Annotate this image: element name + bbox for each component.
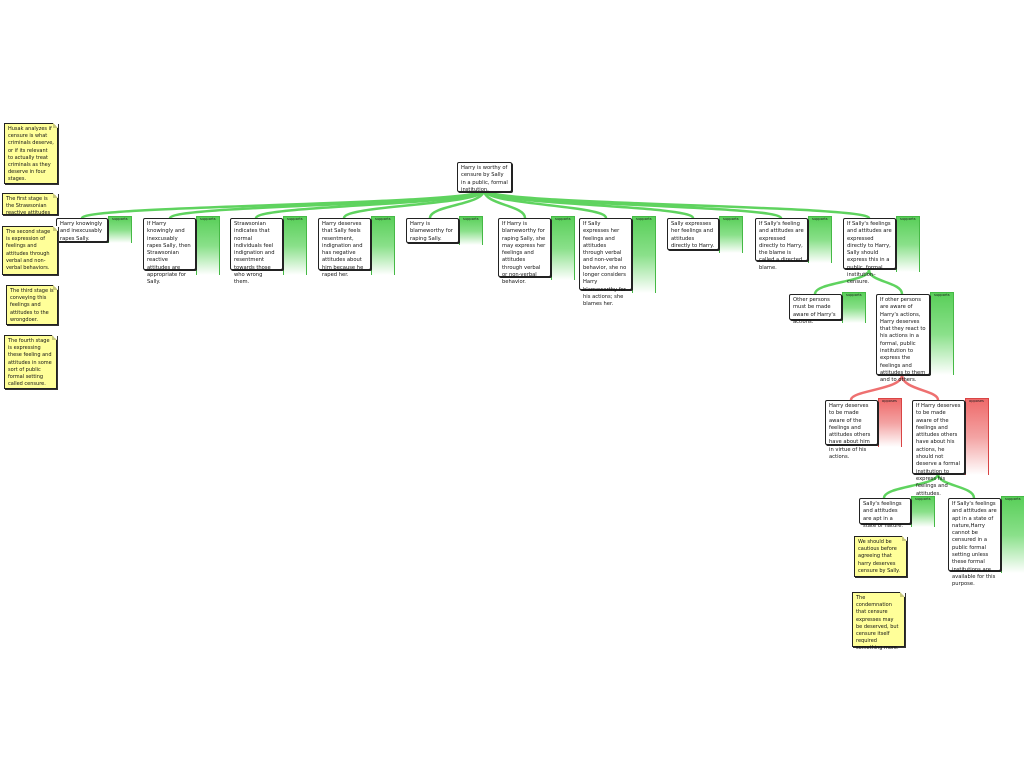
opposes-links	[849, 373, 940, 402]
supports-label: supports	[112, 217, 128, 221]
claim-box[interactable]: If Harry is blameworthy for raping Sally…	[498, 218, 551, 285]
note-condemnation[interactable]: The condemnation that censure expresses …	[852, 592, 905, 651]
level4-support-links	[882, 472, 976, 500]
level2-support-links	[813, 268, 904, 296]
note-second-stage[interactable]: The second stage is expression of feelin…	[2, 226, 58, 275]
note-first-stage[interactable]: The first stage is the Strawsonian react…	[2, 193, 58, 216]
claim-box[interactable]: If Sally expresses her feelings and atti…	[579, 218, 632, 307]
claim-box[interactable]: Harry deserves that Sally feels resentme…	[318, 218, 371, 278]
claim-box[interactable]: Strawsonian indicates that normal indivi…	[230, 218, 283, 285]
support-wedge	[632, 216, 656, 293]
root-support-links	[80, 188, 871, 220]
oppose-wedge	[965, 398, 989, 475]
root-claim[interactable]: Harry is worthy of censure by Sally in a…	[457, 162, 512, 193]
claim-box[interactable]: If Harry knowingly and inexcusably rapes…	[143, 218, 196, 285]
supports-label: supports	[200, 217, 216, 221]
support-wedge	[283, 216, 307, 275]
claim-box[interactable]: If Harry deserves to be made aware of th…	[912, 400, 965, 497]
opposes-label: opposes	[882, 399, 897, 403]
support-wedge	[371, 216, 395, 275]
support-wedge	[551, 216, 575, 280]
claim-box[interactable]: If Sally's feeling and attitudes are exp…	[755, 218, 808, 271]
claim-box[interactable]: If other persons are aware of Harry's ac…	[876, 294, 930, 383]
opposes-label: opposes	[969, 399, 984, 403]
claim-box[interactable]: If Sally's feelings and attitudes are ex…	[843, 218, 896, 285]
supports-label: supports	[636, 217, 652, 221]
oppose-wedge	[878, 398, 902, 447]
supports-label: supports	[555, 217, 571, 221]
supports-label: supports	[287, 217, 303, 221]
supports-label: supports	[846, 293, 862, 297]
supports-label: supports	[915, 497, 931, 501]
support-wedge	[459, 216, 483, 245]
supports-label: supports	[934, 293, 950, 297]
note-fourth-stage[interactable]: The fourth stage is expressing these fee…	[4, 335, 57, 389]
support-wedge	[108, 216, 132, 243]
claim-box[interactable]: Sally's feelings and attitudes are apt i…	[859, 498, 911, 529]
support-wedge	[930, 292, 954, 375]
claim-box[interactable]: Harry is blameworthy for raping Sally.	[406, 218, 459, 243]
support-wedge	[911, 496, 935, 527]
support-wedge	[896, 216, 920, 272]
claim-box[interactable]: Sally expresses her feelings and attitud…	[667, 218, 719, 250]
supports-label: supports	[463, 217, 479, 221]
support-wedge	[719, 216, 743, 253]
claim-box[interactable]: Harry deserves to be made aware of the f…	[825, 400, 878, 460]
claim-box[interactable]: Harry knowingly and inexcusably rapes Sa…	[56, 218, 108, 242]
note-caution[interactable]: We should be cautious before agreeing th…	[854, 536, 907, 577]
supports-label: supports	[723, 217, 739, 221]
note-third-stage[interactable]: The third stage is conveying this feelin…	[6, 285, 58, 325]
note-husak-stages[interactable]: Husak analyzes if censure is what crimin…	[4, 123, 58, 184]
supports-label: supports	[375, 217, 391, 221]
supports-label: supports	[900, 217, 916, 221]
support-wedge	[808, 216, 832, 263]
supports-label: supports	[1005, 497, 1021, 501]
supports-label: supports	[812, 217, 828, 221]
support-wedge	[196, 216, 220, 275]
claim-box[interactable]: If Sally's feelings and attitudes are ap…	[948, 498, 1001, 587]
support-wedge	[1001, 496, 1024, 573]
support-wedge	[842, 292, 866, 323]
claim-box[interactable]: Other persons must be made aware of Harr…	[789, 294, 842, 325]
